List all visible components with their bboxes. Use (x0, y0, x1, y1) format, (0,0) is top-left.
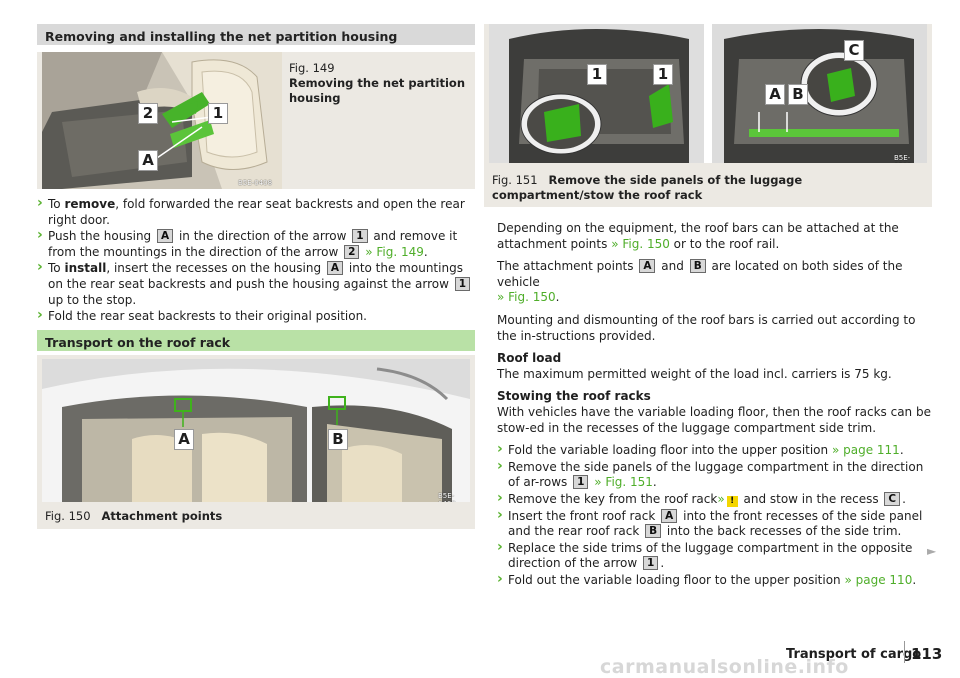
callout-1: 1 (208, 103, 228, 124)
figure-149-caption: Fig. 149 Removing the net partition hous… (289, 61, 469, 106)
section-heading-net-partition: Removing and installing the net partitio… (37, 24, 475, 45)
footer-divider (904, 641, 905, 663)
step-remove-side-panels: Remove the side panels of the luggage co… (497, 459, 932, 491)
stowing-heading: Stowing the roof racks (497, 389, 651, 404)
callout-C: C (844, 40, 864, 61)
link-warning[interactable]: » (717, 491, 725, 506)
callout-B: B (788, 84, 808, 105)
roof-rack-body: Depending on the equipment, the roof bar… (497, 221, 932, 589)
callout-A: A (765, 84, 785, 105)
key-1: 1 (454, 276, 471, 291)
figure-150-caption: Fig. 150 Attachment points (45, 509, 222, 524)
figure-151-image: 1 1 C A B B5E-0522 (489, 24, 927, 163)
figure-149-title: Removing the net partition housing (289, 76, 466, 105)
step-remove-key: Remove the key from the roof rack»! and … (497, 491, 932, 508)
roof-load-heading: Roof load (497, 351, 562, 366)
figure-151-panel: 1 1 C A B B5E-0522 Fig. 151 Remove the s… (484, 24, 932, 207)
key-1: 1 (573, 475, 589, 490)
figure-150-title: Attachment points (101, 509, 223, 523)
figure-149-number: Fig. 149 (289, 61, 335, 75)
figure-151-code: B5E-0522 (894, 154, 912, 163)
step-push-housing: Push the housing A in the direction of t… (37, 228, 473, 260)
link-fig-151[interactable]: » Fig. 151 (590, 475, 653, 490)
figure-150-code: B5E-0409 (438, 492, 456, 502)
key-A: A (639, 259, 656, 274)
step-insert-racks: Insert the front roof rack A into the fr… (497, 507, 932, 540)
link-page-111[interactable]: » page 111 (831, 443, 900, 458)
paragraph-attachment-points: Depending on the equipment, the roof bar… (497, 221, 899, 251)
step-replace-trims: Replace the side trims of the luggage co… (497, 540, 932, 572)
warning-icon: ! (726, 495, 738, 507)
step-remove: To remove, fold forwarded the rear seat … (37, 196, 473, 228)
paragraph-mounting: Mounting and dismounting of the roof bar… (497, 312, 916, 343)
link-fig-149[interactable]: » Fig. 149 (361, 244, 424, 259)
car-interior-seat-illustration (42, 52, 282, 189)
step-install: To install, insert the recesses on the h… (37, 260, 473, 308)
figure-151-number: Fig. 151 (492, 173, 538, 187)
key-1: 1 (643, 556, 659, 571)
figure-149-image: 2 1 A B5E-0408 (42, 52, 282, 189)
footer-chapter-title: Transport of cargo (786, 647, 922, 662)
page-number: 113 (911, 645, 943, 663)
paragraph-attachment-location: The attachment points A and B are locate… (497, 259, 903, 305)
step-fold-back: Fold the rear seat backrests to their or… (37, 308, 473, 325)
callout-1: 1 (587, 64, 607, 85)
net-partition-steps: To remove, fold forwarded the rear seat … (37, 196, 473, 326)
callout-1: 1 (653, 64, 673, 85)
callout-2: 2 (138, 103, 158, 124)
key-A: A (157, 229, 174, 244)
step-fold-floor: Fold the variable loading floor into the… (497, 442, 932, 459)
key-A: A (326, 261, 344, 276)
key-B: B (645, 524, 662, 539)
figure-149-code: B5E-0408 (238, 179, 273, 187)
key-B: B (689, 259, 706, 274)
key-A: A (661, 508, 678, 523)
section-heading-roof-rack: Transport on the roof rack (37, 330, 475, 351)
link-fig-150[interactable]: » Fig. 150 (611, 236, 670, 251)
key-C: C (884, 491, 901, 506)
stowing-steps: Fold the variable loading floor into the… (497, 442, 932, 589)
figure-150-number: Fig. 150 (45, 509, 91, 523)
figure-151-title: Remove the side panels of the luggage co… (492, 173, 803, 202)
figure-149-panel: 2 1 A B5E-0408 Fig. 149 Removing the net… (37, 52, 475, 189)
callout-A: A (174, 429, 194, 450)
watermark: carmanualsonline.info (600, 656, 849, 678)
link-fig-150[interactable]: » Fig. 150 (497, 290, 556, 305)
car-side-interior-illustration (42, 359, 470, 502)
callout-B: B (328, 429, 348, 450)
callout-A: A (138, 150, 158, 171)
step-fold-out-floor: Fold out the variable loading floor to t… (497, 572, 932, 589)
continue-arrow-icon: ► (927, 544, 937, 558)
luggage-compartment-illustration (489, 24, 927, 163)
key-1: 1 (352, 229, 368, 244)
link-page-110[interactable]: » page 110 (844, 572, 913, 587)
key-2: 2 (344, 244, 360, 259)
figure-151-caption: Fig. 151 Remove the side panels of the l… (492, 173, 924, 203)
figure-150-panel: A B B5E-0409 Fig. 150 Attachment points (37, 355, 475, 529)
figure-150-image: A B B5E-0409 (42, 359, 470, 502)
